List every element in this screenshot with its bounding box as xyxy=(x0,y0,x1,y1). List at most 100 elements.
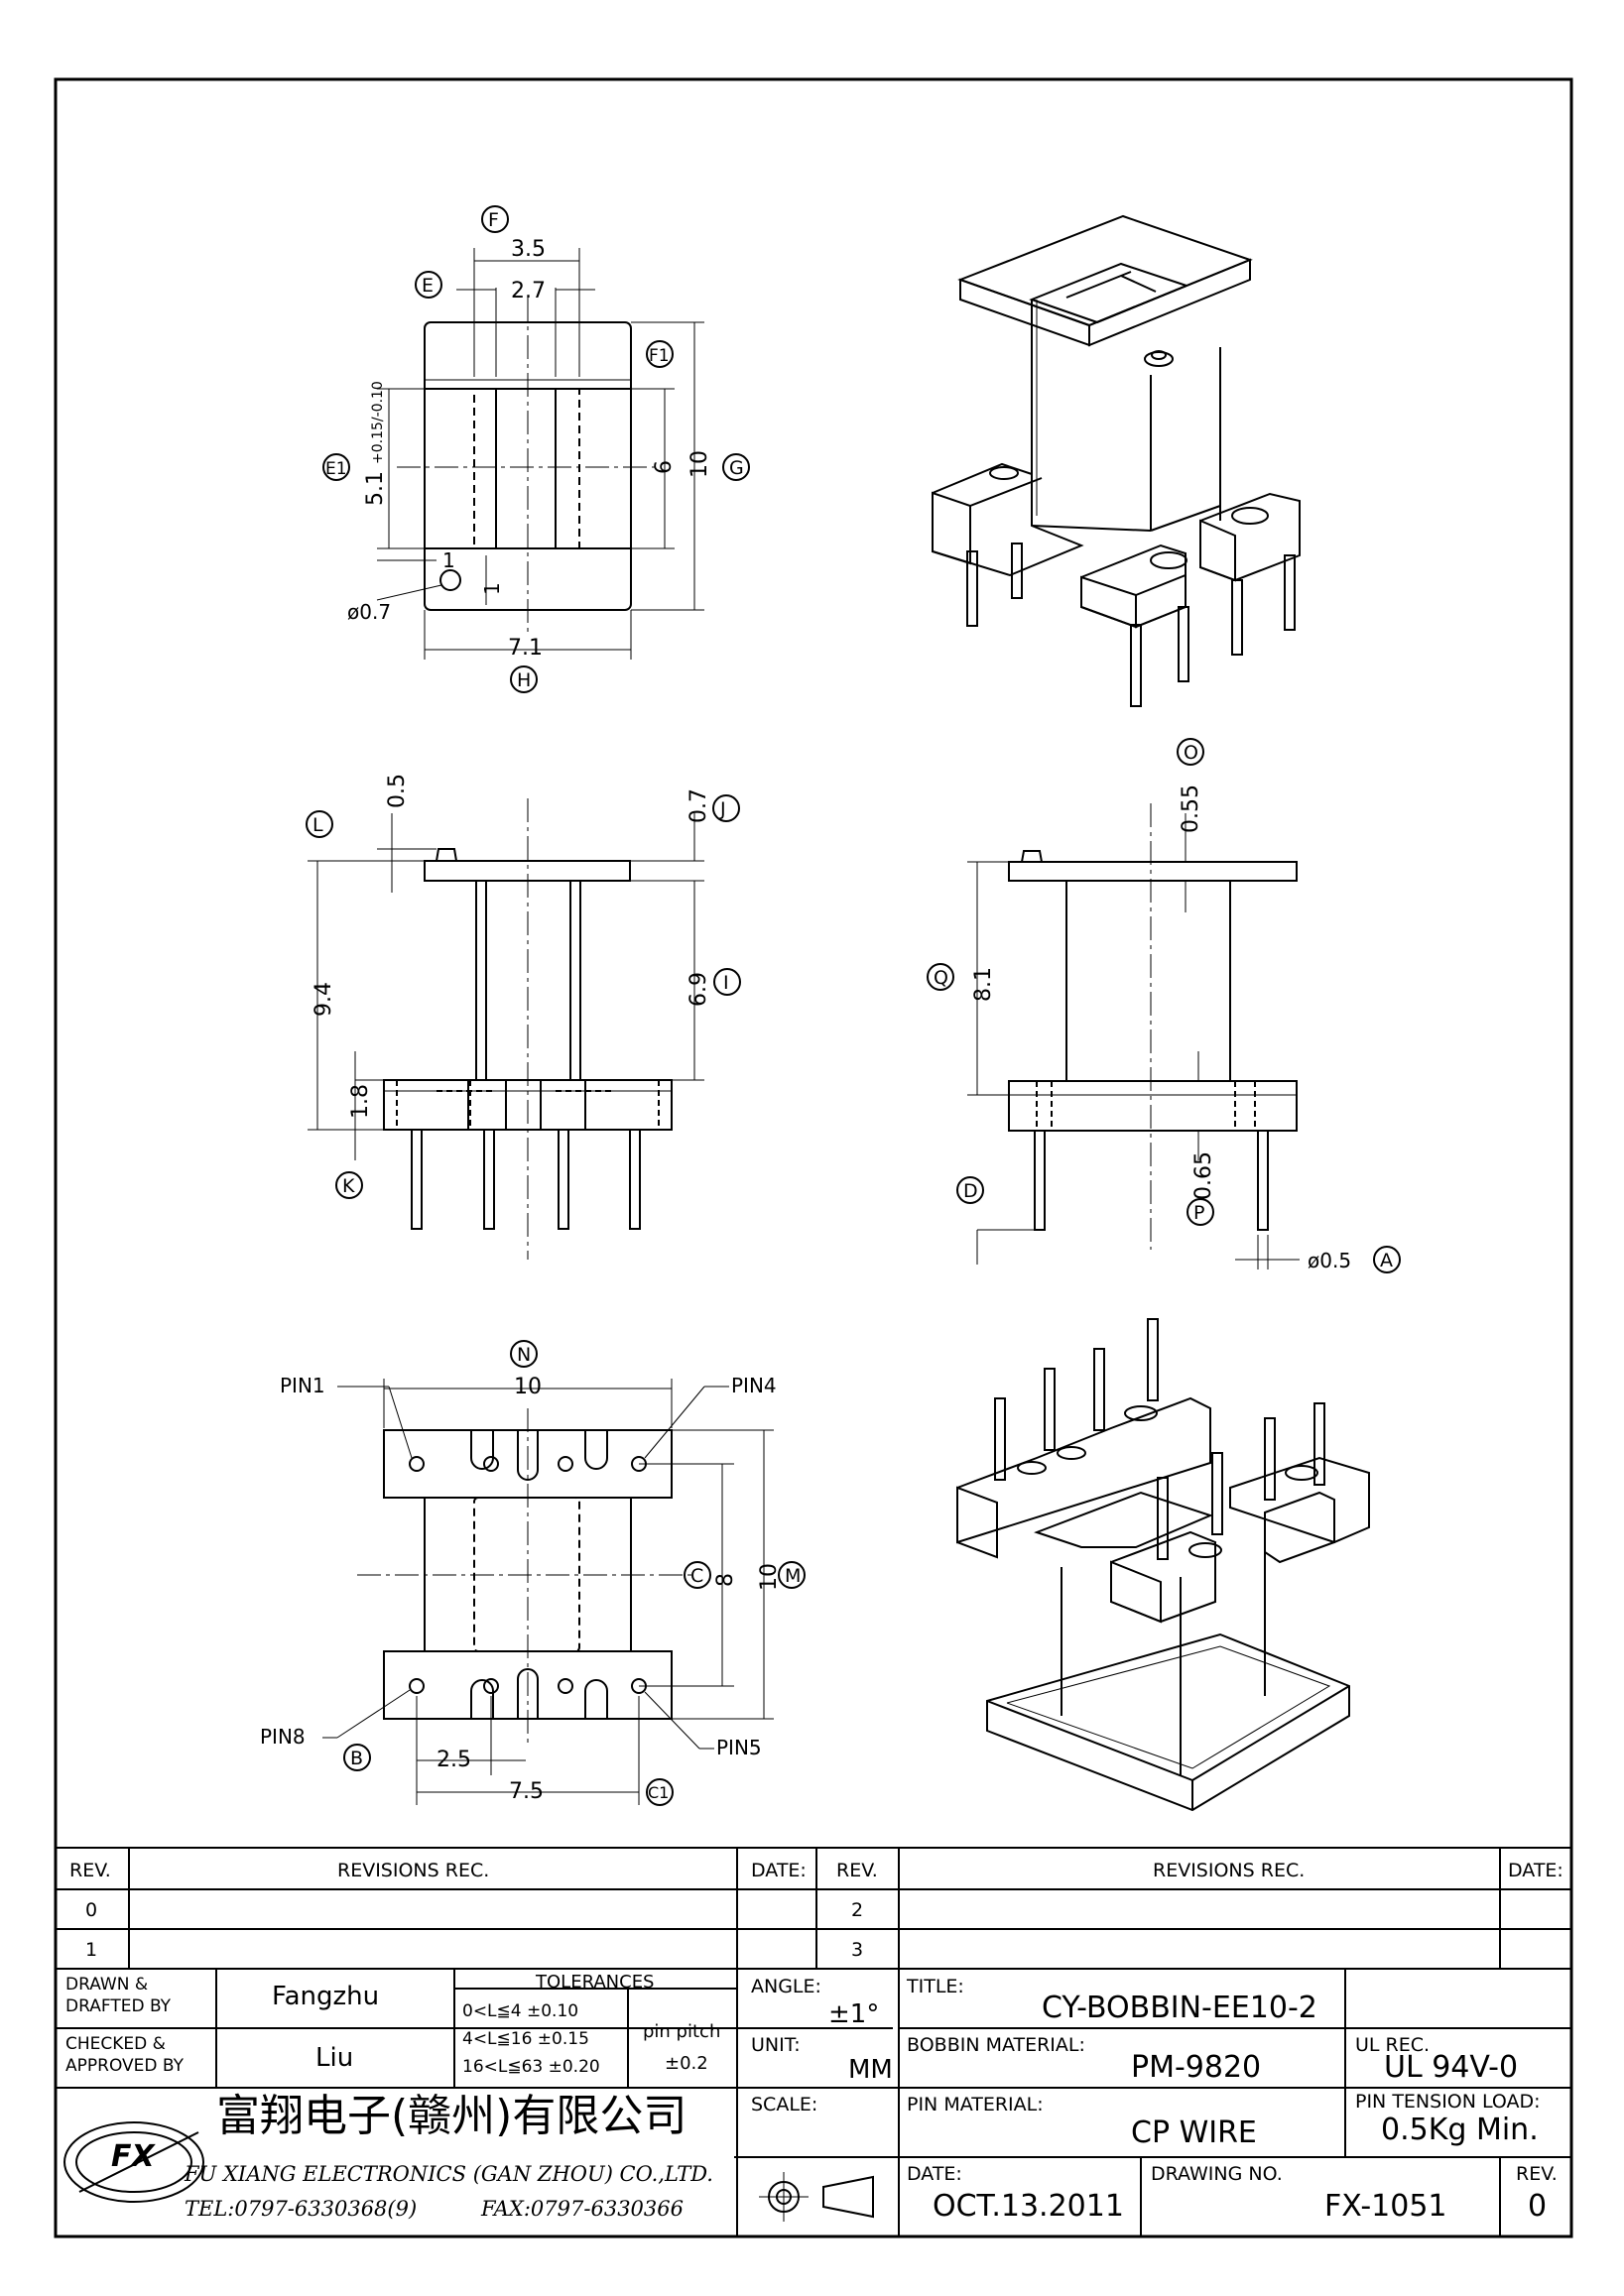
label-A: A xyxy=(1380,1250,1393,1271)
dim-0.55: 0.55 xyxy=(1179,785,1203,833)
drawn-by-label: DRAWN & DRAFTED BY xyxy=(65,1975,172,2017)
rev-header-right: REV. xyxy=(836,1860,878,1881)
checked-by-label: CHECKED & APPROVED BY xyxy=(65,2034,185,2077)
dim-6.9: 6.9 xyxy=(687,972,711,1007)
label-E1: E1 xyxy=(325,459,347,479)
label-B: B xyxy=(350,1748,363,1769)
revisions-header-right: REVISIONS REC. xyxy=(1153,1860,1306,1881)
date-header-right: DATE: xyxy=(1508,1860,1563,1881)
dim-dia-0.7: ø0.7 xyxy=(347,600,391,624)
label-K: K xyxy=(342,1175,355,1197)
label-M: M xyxy=(785,1565,801,1587)
side-view xyxy=(927,738,1401,1273)
tolerances-header: TOLERANCES xyxy=(536,1972,655,1993)
iso-view-bottom xyxy=(956,1318,1370,1812)
label-P: P xyxy=(1193,1202,1204,1224)
ul-value: UL 94V-0 xyxy=(1384,2050,1519,2085)
title-block xyxy=(56,1847,1571,2236)
dim-7.1: 7.1 xyxy=(508,636,543,661)
tolerance-row-2: 4<L≦16 ±0.15 xyxy=(462,2029,589,2049)
logo-text: FX xyxy=(111,2139,155,2174)
unit-label: UNIT: xyxy=(751,2034,801,2056)
label-C1: C1 xyxy=(648,1783,669,1802)
pin5-label: PIN5 xyxy=(716,1736,762,1759)
bobbin-material-label: BOBBIN MATERIAL: xyxy=(907,2034,1085,2056)
bobbin-material-value: PM-9820 xyxy=(1131,2050,1262,2085)
label-F: F xyxy=(488,209,499,231)
dim-5.1: 5.1 xyxy=(363,471,388,506)
company-fax: FAX:0797-6330366 xyxy=(481,2197,685,2221)
bottom-view xyxy=(322,1340,806,1806)
label-I: I xyxy=(723,972,729,994)
company-tel: TEL:0797-6330368(9) xyxy=(185,2197,418,2221)
title-value: CY-BOBBIN-EE10-2 xyxy=(1042,1991,1317,2025)
drawing-no-value: FX-1051 xyxy=(1324,2189,1447,2224)
dim-dia-0.5: ø0.5 xyxy=(1308,1249,1351,1272)
label-E: E xyxy=(422,275,434,297)
company-name-cn: 富翔电子(赣州)有限公司 xyxy=(216,2091,687,2141)
dim-9.4: 9.4 xyxy=(312,982,336,1017)
revisions-header-left: REVISIONS REC. xyxy=(337,1860,490,1881)
rev-value: 0 xyxy=(1528,2189,1548,2224)
rev-label: REV. xyxy=(1516,2163,1558,2185)
pin-material-value: CP WIRE xyxy=(1131,2115,1257,2150)
rev-row-0: 0 xyxy=(85,1899,98,1921)
pin-pitch-label: pin pitch xyxy=(643,2021,721,2042)
front-view xyxy=(306,794,741,1260)
dim-3.5: 3.5 xyxy=(511,237,546,262)
dim-0.7: 0.7 xyxy=(687,788,711,823)
label-D: D xyxy=(963,1180,978,1202)
rev-row-1: 1 xyxy=(85,1939,98,1961)
dim-10: 10 xyxy=(687,450,712,478)
pin-tension-label: PIN TENSION LOAD: xyxy=(1355,2091,1541,2113)
tolerance-row-1: 0<L≦4 ±0.10 xyxy=(462,2001,579,2021)
tolerance-row-3: 16<L≦63 ±0.20 xyxy=(462,2057,600,2077)
dim-6: 6 xyxy=(652,460,677,474)
rev-row-2: 2 xyxy=(851,1899,864,1921)
rev-row-3: 3 xyxy=(851,1939,864,1961)
scale-label: SCALE: xyxy=(751,2094,818,2115)
dim-8: 8 xyxy=(713,1573,738,1587)
top-view xyxy=(322,205,750,693)
dim-10-body: 10 xyxy=(757,1563,782,1591)
pin-pitch-tol: ±0.2 xyxy=(665,2053,708,2074)
dim-2.7: 2.7 xyxy=(511,279,546,303)
label-H: H xyxy=(517,669,531,691)
company-name-en: FU XIANG ELECTRONICS (GAN ZHOU) CO.,LTD. xyxy=(185,2162,713,2186)
drawn-by-value: Fangzhu xyxy=(272,1982,380,2011)
dim-7.5: 7.5 xyxy=(509,1779,544,1804)
pin1-label: PIN1 xyxy=(280,1374,325,1397)
dim-0.5: 0.5 xyxy=(385,774,410,808)
dim-8.1: 8.1 xyxy=(971,967,996,1002)
date-label: DATE: xyxy=(907,2163,962,2185)
angle-label: ANGLE: xyxy=(751,1976,821,1997)
dim-5.1-tol: +0.15/-0.10 xyxy=(370,381,386,464)
angle-value: ±1° xyxy=(828,1999,880,2029)
iso-view-top xyxy=(932,214,1301,707)
ul-label: UL REC. xyxy=(1355,2034,1431,2056)
pin-tension-value: 0.5Kg Min. xyxy=(1381,2113,1539,2147)
label-G: G xyxy=(729,457,744,479)
unit-value: MM xyxy=(848,2055,893,2085)
dim-1.8: 1.8 xyxy=(348,1084,373,1119)
date-value: OCT.13.2011 xyxy=(933,2189,1124,2224)
pin-material-label: PIN MATERIAL: xyxy=(907,2094,1044,2115)
dim-10-pins: 10 xyxy=(514,1375,542,1399)
label-L: L xyxy=(312,814,323,836)
label-C: C xyxy=(690,1565,703,1587)
checked-by-value: Liu xyxy=(315,2043,354,2073)
label-O: O xyxy=(1184,742,1198,764)
drawing-no-label: DRAWING NO. xyxy=(1151,2163,1283,2185)
pin8-label: PIN8 xyxy=(260,1725,306,1749)
rev-header-left: REV. xyxy=(69,1860,111,1881)
pin4-label: PIN4 xyxy=(731,1374,777,1397)
label-J: J xyxy=(719,798,726,820)
dim-2.5: 2.5 xyxy=(437,1748,471,1772)
label-F1: F1 xyxy=(649,346,670,366)
label-Q: Q xyxy=(934,967,948,989)
dim-1b: 1 xyxy=(480,582,504,595)
dim-0.65: 0.65 xyxy=(1191,1151,1216,1200)
dim-1a: 1 xyxy=(442,548,455,572)
label-N: N xyxy=(517,1344,531,1366)
title-label: TITLE: xyxy=(907,1976,964,1997)
